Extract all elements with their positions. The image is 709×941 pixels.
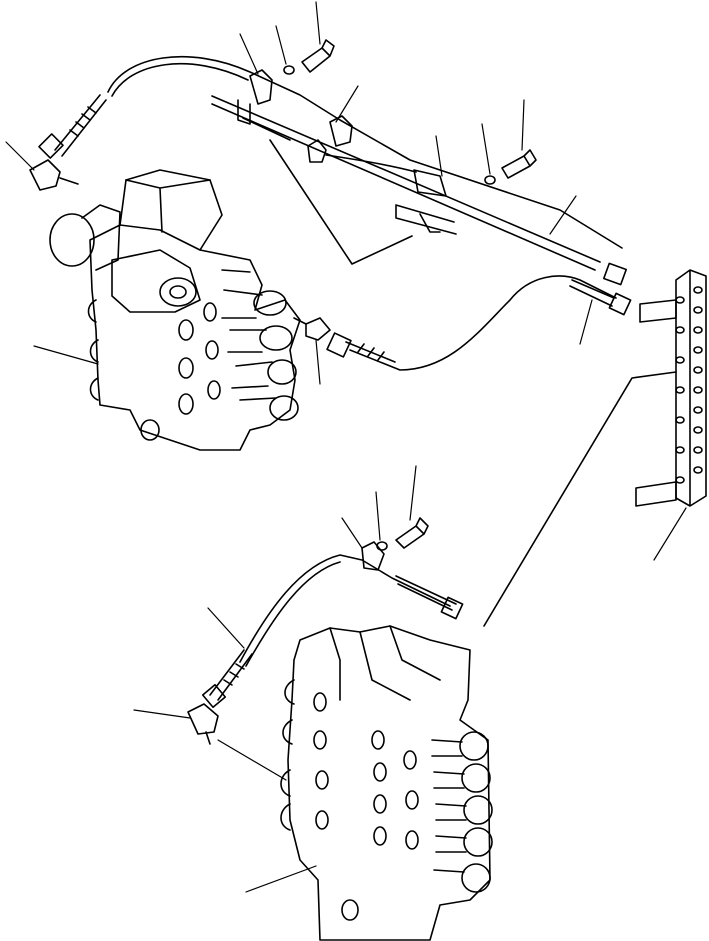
middle-hose <box>350 276 616 370</box>
lower-elbow-fitting <box>188 704 218 744</box>
lower-valve-spools <box>432 732 492 892</box>
bolt-2 <box>502 150 536 178</box>
upper-pipe-assembly <box>30 40 626 285</box>
leader-20 <box>246 866 316 892</box>
middle-hose-nut-left <box>327 333 351 357</box>
leader-7 <box>522 100 524 150</box>
leader-3 <box>316 2 320 44</box>
manifold-ports <box>676 287 702 483</box>
upper-valve-cap <box>50 214 94 266</box>
leader-5 <box>436 136 442 176</box>
washer-1 <box>284 66 294 74</box>
leader-13 <box>654 508 686 560</box>
clamp-4 <box>414 170 446 196</box>
leader-15 <box>376 492 380 540</box>
leader-12 <box>580 300 592 344</box>
lower-washer <box>377 542 387 550</box>
lower-valve-ports <box>314 693 418 920</box>
leader-19 <box>218 740 286 780</box>
clamp-2 <box>330 116 352 146</box>
upper-valve-ports <box>141 303 220 440</box>
leader-4 <box>336 86 358 122</box>
hose-nut-upper-left <box>39 134 63 158</box>
washer-2 <box>485 176 495 184</box>
upper-valve-spools <box>222 270 298 420</box>
lower-hose-assembly <box>188 372 676 744</box>
lower-bolt <box>396 518 428 548</box>
leader-10 <box>34 346 98 364</box>
bracket-tab-top <box>640 300 676 322</box>
upper-control-valve <box>50 170 300 450</box>
upper-valve-solenoid <box>112 250 200 312</box>
lower-valve-body <box>288 626 490 940</box>
callout-leaders <box>6 2 686 892</box>
leader-6 <box>482 124 490 174</box>
leader-2 <box>276 26 286 64</box>
leader-17 <box>208 608 244 648</box>
lower-clamp <box>362 542 384 570</box>
leader-11 <box>316 340 320 384</box>
lower-control-valve <box>281 626 492 940</box>
elbow-fitting-upper-left <box>30 160 78 190</box>
upper-curved-tube <box>108 57 622 248</box>
middle-hose-assembly <box>294 276 631 370</box>
leader-9 <box>6 142 34 170</box>
upper-valve-body <box>90 225 300 450</box>
bracket-plate <box>396 205 456 234</box>
manifold-bracket <box>636 270 706 506</box>
leader-14 <box>342 518 362 548</box>
lower-hose-nut <box>203 685 226 708</box>
leader-1 <box>240 34 258 74</box>
lower-hose <box>240 555 450 662</box>
clamp-1 <box>250 70 272 104</box>
lower-tube-nut <box>441 597 462 618</box>
leader-16 <box>410 466 416 520</box>
bracket-tab-bottom <box>636 482 676 506</box>
leader-8 <box>550 196 576 234</box>
bolt-1 <box>302 40 334 72</box>
clamp-3 <box>308 140 326 162</box>
upper-tube-pair <box>212 96 600 270</box>
middle-hose-nut-right <box>609 293 630 314</box>
tube-nut-right <box>604 263 626 284</box>
leader-18 <box>134 710 190 718</box>
